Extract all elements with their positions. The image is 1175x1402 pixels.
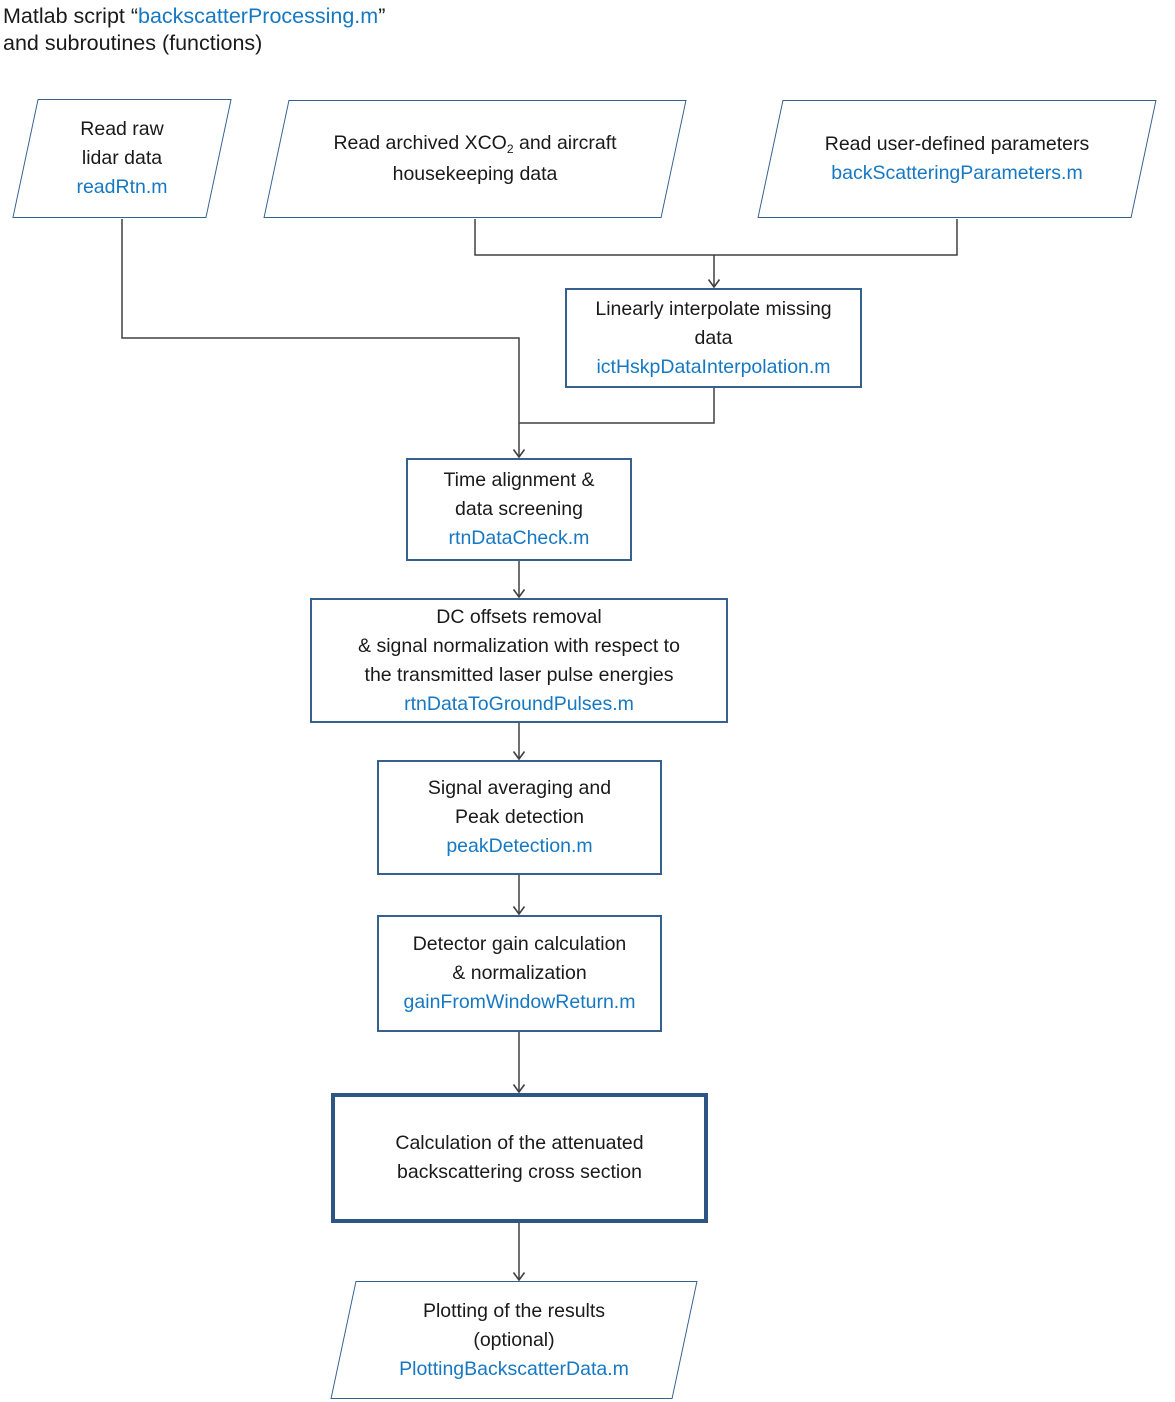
script-name: gainFromWindowReturn.m (403, 991, 636, 1013)
script-name: PlottingBackscatterData.m (399, 1357, 629, 1380)
connector-collector (474, 219, 958, 256)
node-text-segment: and aircraft (513, 132, 617, 154)
node-text-line: Read archived XCO2 and aircraft (333, 129, 616, 160)
script-name: backScatteringParameters.m (831, 162, 1083, 184)
node-text-line: Plotting of the results (422, 1299, 606, 1322)
connector-readraw-elbow (121, 219, 520, 456)
node-text-line: backscattering cross section (397, 1161, 642, 1183)
script-name: ictHskpDataInterpolation.m (596, 355, 831, 378)
node-calculation-backscattering-cross-section: Calculation of the attenuated backscatte… (331, 1093, 708, 1223)
node-text-line: (optional) (473, 1328, 555, 1351)
arrowhead-peak (512, 751, 526, 761)
node-text-line: Linearly interpolate missing (595, 297, 832, 320)
node-text-line: Peak detection (454, 806, 584, 828)
node-text-segment: Read archived XCO (333, 132, 507, 154)
title-suffix: ” (378, 4, 386, 28)
diagram-title: Matlab script “backscatterProcessing.m” … (3, 3, 385, 57)
node-text-line: housekeeping data (392, 163, 558, 185)
arrowhead-calc (512, 1084, 526, 1094)
connector-interpolate-elbow (519, 388, 715, 424)
node-read-archived-xco2: Read archived XCO2 and aircraft housekee… (263, 100, 687, 218)
node-text-line: Time alignment & (443, 469, 595, 491)
arrowhead-time-alignment (512, 449, 526, 459)
diagram-title-line1: Matlab script “backscatterProcessing.m” (3, 3, 385, 30)
script-name: peakDetection.m (446, 835, 593, 857)
script-name: rtnDataToGroundPulses.m (404, 692, 634, 715)
node-read-user-parameters: Read user-defined parameters backScatter… (757, 100, 1157, 218)
script-name: readRtn.m (76, 176, 168, 198)
node-interpolate-missing-data: Linearly interpolate missing data ictHsk… (565, 288, 862, 388)
node-text-line: DC offsets removal (436, 605, 602, 628)
node-text-line: the transmitted laser pulse energies (364, 663, 674, 686)
node-text-line: Calculation of the attenuated (395, 1132, 644, 1154)
title-script-name: backscatterProcessing.m (138, 4, 379, 28)
node-text-line: & signal normalization with respect to (358, 634, 680, 657)
node-text-line: data screening (455, 498, 583, 520)
node-text-line: Read user-defined parameters (824, 133, 1090, 155)
node-text-line: lidar data (81, 147, 163, 169)
node-text-line: & normalization (452, 962, 587, 984)
node-signal-averaging-peak-detection: Signal averaging and Peak detection peak… (377, 760, 662, 875)
arrowhead-dc (512, 589, 526, 599)
node-plotting-results: Plotting of the results (optional) Plott… (330, 1281, 698, 1399)
node-text-line: Signal averaging and (427, 777, 612, 799)
diagram-title-line2: and subroutines (functions) (3, 31, 263, 55)
node-text-line: data (694, 326, 733, 349)
script-name: rtnDataCheck.m (448, 527, 590, 549)
node-text-line: Detector gain calculation (412, 933, 627, 955)
arrowhead-gain (512, 906, 526, 916)
node-detector-gain: Detector gain calculation & normalizatio… (377, 915, 662, 1032)
node-text-line: Read raw (80, 118, 164, 140)
subscript-2: 2 (506, 142, 514, 156)
title-prefix: Matlab script “ (3, 4, 139, 28)
node-time-alignment: Time alignment & data screening rtnDataC… (406, 458, 632, 561)
node-dc-offsets-removal: DC offsets removal & signal normalizatio… (310, 598, 728, 723)
arrowhead-interpolate (707, 279, 721, 289)
arrowhead-plot (512, 1272, 526, 1282)
node-read-raw-lidar: Read raw lidar data readRtn.m (12, 99, 232, 218)
